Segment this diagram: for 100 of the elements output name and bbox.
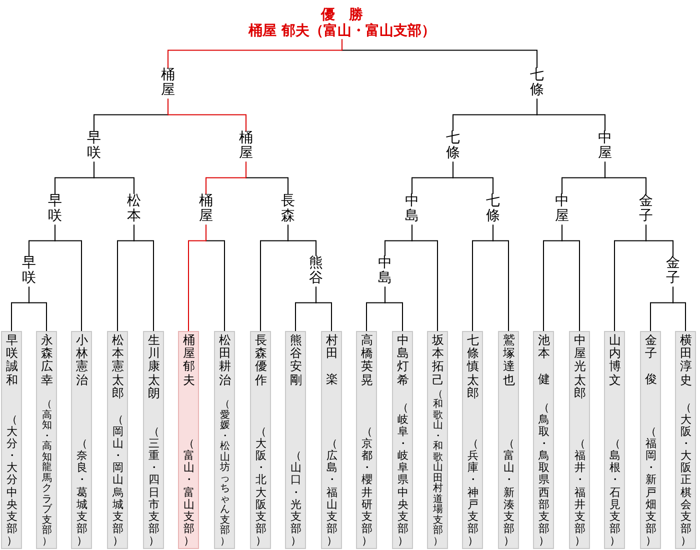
bracket-line [134,224,154,332]
player-card [533,331,554,549]
player-given-name: 楽 [326,373,338,387]
player-name: 永森広幸 [40,334,52,387]
player-name: 熊谷安剛 [290,334,302,387]
bracket-line [384,286,403,332]
player-name: 松田耕治 [218,334,230,387]
player-card [427,331,448,549]
branch-name: （島根・石見支部） [609,438,620,547]
player-card [71,331,92,549]
player-card [107,331,128,549]
winner-name: 中屋 [555,194,569,225]
player-card [462,331,483,549]
player-name: 松本憲太郎 [112,334,124,400]
player-name: 桶屋郁夫 [182,334,194,387]
branch-name: （大分・大分中央支部） [6,414,17,547]
champion-name: 桶屋 郁夫（富山・富山支部） [248,23,436,40]
player-surname: 村田 [326,334,338,360]
player-card [36,331,57,549]
player-card [675,331,696,549]
winner-name: 早咲 [87,131,101,162]
branch-name: （高知・高知龍馬クラブ支部） [42,400,52,547]
bracket-line [562,224,580,332]
player-name: 鷲塚達也 [502,334,514,387]
winner-name: 七條 [530,68,544,99]
winner-name: 桶屋 [161,68,175,99]
player-card [604,331,625,549]
branch-name: （岡山・岡山烏城支部） [112,414,123,547]
bracket-line [316,286,332,332]
player-card [250,331,271,549]
winner-name: 桶屋 [199,194,213,225]
bracket-line [54,224,82,332]
player-card [178,331,199,549]
winner-name: 早咲 [22,256,36,287]
branch-name: （広島・福山支部） [326,438,337,547]
branch-name: （福井・福井支部） [574,438,585,547]
winner-name: 早咲 [48,194,62,225]
branch-name: （和歌山・和歌山田村道場支部） [432,390,442,547]
player-name: 横田淳史 [680,334,692,387]
bracket-line [168,98,246,132]
winner-name: 金子 [666,256,680,287]
winner-name: 松本 [127,194,141,225]
player-name: 長森優作 [254,334,266,387]
bracket-line [672,286,686,332]
winner-name: 金子 [639,194,653,225]
player-name: 小林憲治 [76,334,88,387]
player-card [640,331,661,549]
player-card [321,331,342,549]
branch-name: （鳥取・鳥取県西部支部） [538,402,549,547]
title-text: 優 勝 [321,7,363,23]
player-name: 高橋英晃 [360,334,372,387]
bracket-line [536,98,606,132]
player-name: 早咲誠和 [6,334,18,387]
player-card [392,331,413,549]
player-card [569,331,590,549]
bracket-line [492,224,509,332]
player-name: 山内博文 [608,334,620,387]
branch-name: （三重・四日市支部） [148,426,159,547]
player-name: 中島灯希 [396,334,408,387]
winner-name: 七條 [446,131,460,162]
branch-name: （岐阜・岐阜県中央支部） [397,402,408,547]
branch-name: （富山・富山支部） [183,438,194,547]
bracket-line [94,161,134,194]
winner-name: 中島 [405,194,419,225]
player-surname: 金子 [644,334,656,360]
player-card [214,331,235,549]
bracket-line [288,224,316,256]
player-name: 七條慎太郎 [466,334,478,400]
bracket-line [28,286,47,332]
winner-name: 中屋 [598,131,612,162]
branch-name: （山口・光支部） [290,450,301,547]
player-surname: 池本 [538,334,550,360]
player-name: 生川康太朗 [148,334,160,400]
bracket-line [646,224,674,256]
branch-name: （大阪・大阪正棋会支部） [680,402,691,547]
branch-name: （京都・櫻井研支部） [361,426,372,547]
branch-name: （愛媛・松山坊っちゃん支部） [220,400,230,547]
player-card [285,331,306,549]
bracket-line [188,224,206,332]
player-card [143,331,164,549]
player-given-name: 健 [538,373,550,387]
bracket-line [604,161,646,194]
winner-name: 中島 [378,256,392,287]
winner-name: 桶屋 [239,131,253,162]
branch-name: （奈良・葛城支部） [76,438,87,547]
winner-name: 七條 [486,194,500,225]
player-given-name: 俊 [644,373,656,387]
bracket-line [412,224,438,332]
bracket-line [168,38,342,68]
player-card [356,331,377,549]
branch-name: （兵庫・神戸支部） [467,438,478,547]
player-card [498,331,519,549]
bracket-line [452,161,494,194]
branch-name: （大阪・北大阪支部） [255,426,266,547]
bracket-line [206,161,246,194]
branch-name: （富山・新湊支部） [503,438,514,547]
winner-name: 長森 [281,194,295,225]
player-name: 中屋光太郎 [574,334,586,400]
player-card [1,331,22,549]
winner-name: 熊谷 [309,256,323,287]
